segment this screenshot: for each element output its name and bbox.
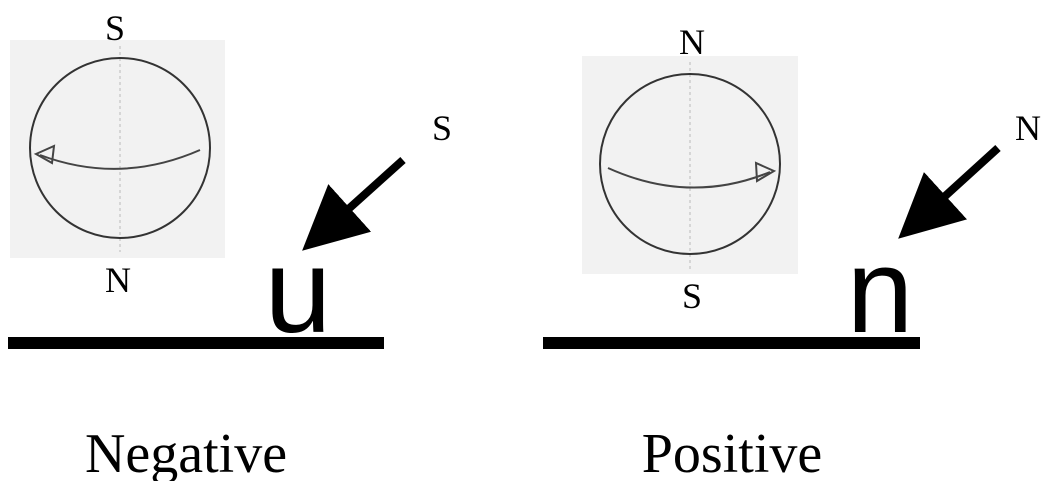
positive-caption: Positive: [642, 423, 822, 481]
negative-panel: S N S u Negative: [8, 8, 452, 481]
negative-surface-line: [8, 337, 384, 349]
rotation-arrowhead-left-icon: [33, 144, 56, 165]
positive-letter: n: [847, 224, 914, 358]
negative-sphere-background: [10, 40, 225, 258]
positive-top-pole-label: N: [679, 22, 705, 62]
positive-surface-line: [543, 337, 920, 349]
negative-top-pole-label: S: [105, 8, 125, 48]
diagonal-arrow-down-left-icon-positive: [898, 145, 1001, 239]
diagonal-arrow-down-left-icon: [302, 157, 406, 251]
positive-panel: N S N n Positive: [543, 22, 1041, 481]
positive-field-label: N: [1015, 108, 1041, 148]
positive-sphere: [599, 73, 781, 255]
negative-sphere: [29, 57, 211, 239]
rotation-arrowhead-right-icon: [754, 161, 777, 183]
negative-bottom-pole-label: N: [105, 260, 131, 300]
negative-caption: Negative: [85, 423, 287, 481]
negative-field-label: S: [432, 108, 452, 148]
positive-bottom-pole-label: S: [682, 276, 702, 316]
curved-arrow-right-icon: [607, 167, 771, 189]
curved-arrow-left-icon: [39, 149, 201, 170]
negative-letter: u: [265, 224, 332, 358]
